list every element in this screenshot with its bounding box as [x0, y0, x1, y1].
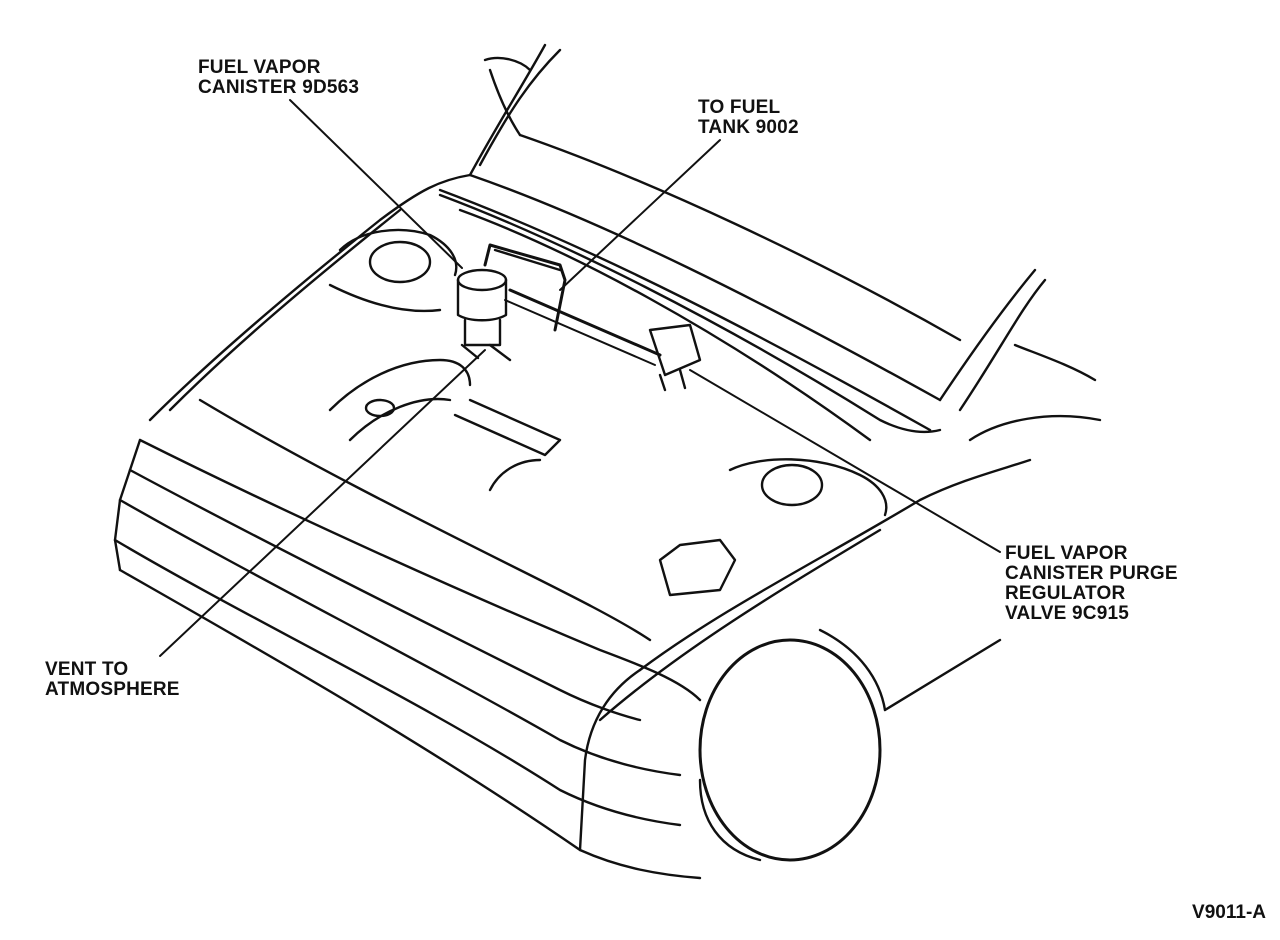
label-line: TANK 9002: [698, 117, 799, 138]
leader-line-fuel-tank: [559, 139, 721, 291]
label-line: FUEL VAPOR: [198, 57, 321, 78]
leader-line-purge-valve: [689, 369, 1001, 553]
label-purge-regulator-valve: FUEL VAPOR CANISTER PURGE REGULATOR VALV…: [1005, 544, 1178, 624]
label-vent-to-atmosphere: VENT TO ATMOSPHERE: [45, 660, 180, 700]
label-line: TO FUEL: [698, 97, 781, 118]
label-line: VENT TO: [45, 659, 129, 680]
car-body-outline: [113, 43, 1102, 880]
label-line: CANISTER PURGE: [1005, 563, 1178, 584]
label-line: REGULATOR: [1005, 583, 1126, 604]
leader-lines: [159, 99, 1001, 657]
label-line: ATMOSPHERE: [45, 679, 180, 700]
label-line: CANISTER 9D563: [198, 77, 360, 98]
label-line: FUEL VAPOR: [1005, 543, 1128, 564]
figure-id: V9011-A: [1192, 902, 1266, 923]
label-line: VALVE 9C915: [1005, 603, 1129, 624]
leader-line-vent: [159, 349, 486, 657]
label-to-fuel-tank: TO FUEL TANK 9002: [698, 98, 799, 138]
leader-line-canister: [289, 99, 463, 269]
label-fuel-vapor-canister: FUEL VAPOR CANISTER 9D563: [198, 58, 359, 98]
